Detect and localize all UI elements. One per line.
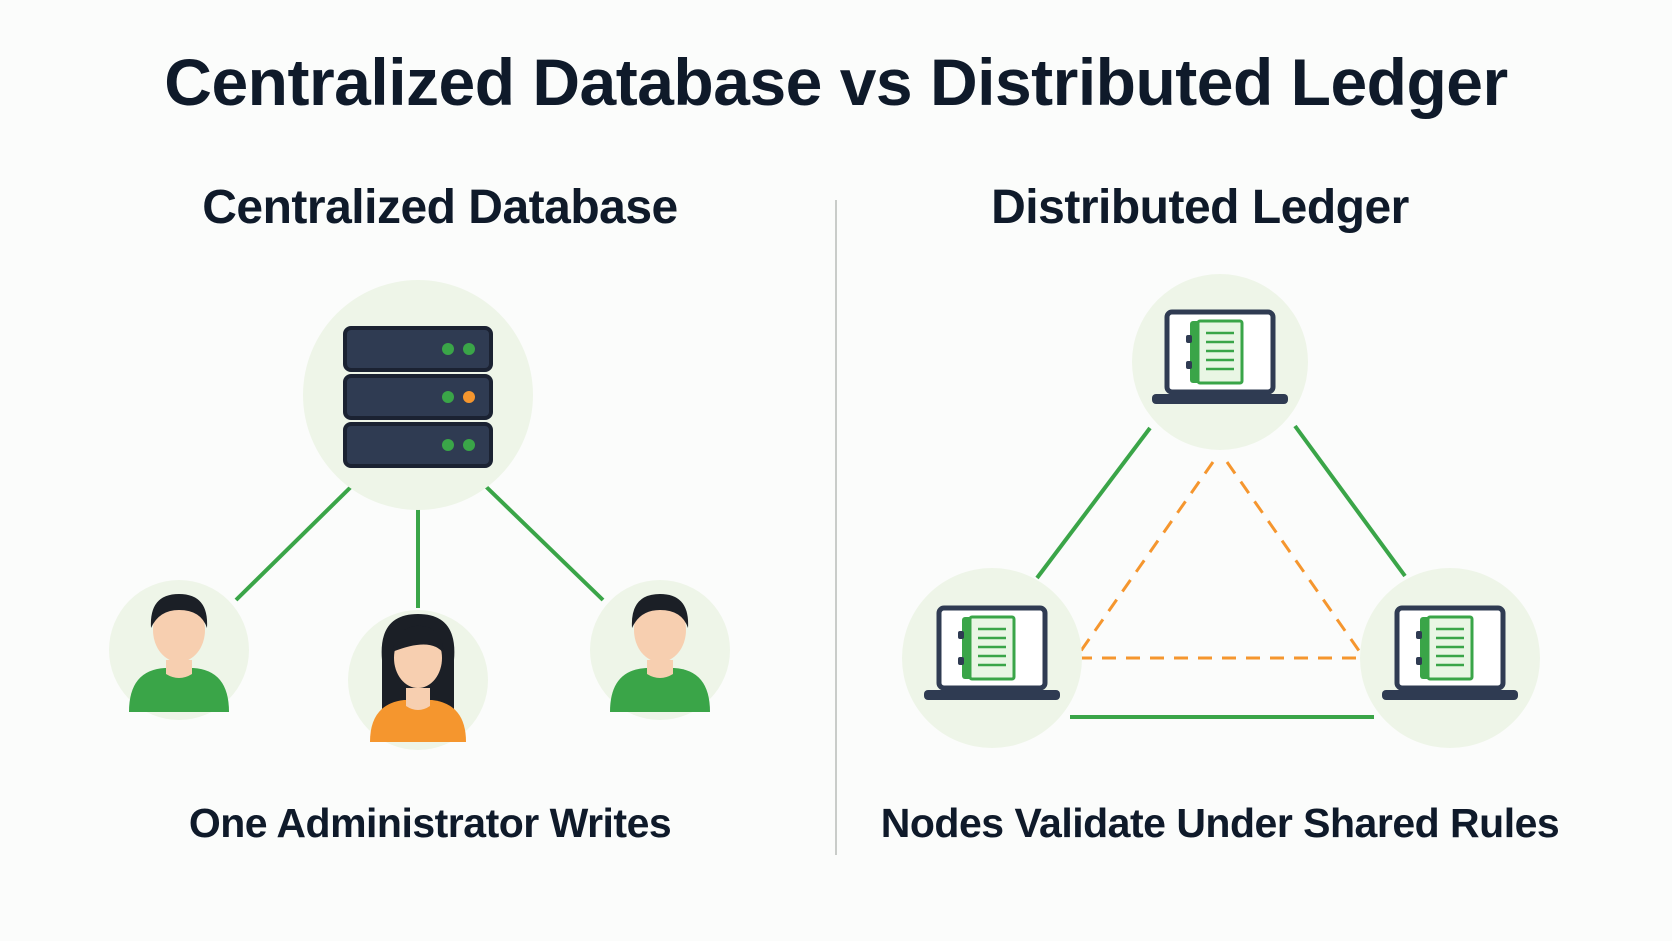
distributed-heading: Distributed Ledger — [991, 181, 1409, 234]
user-female-icon — [348, 610, 488, 750]
validation-links — [1076, 461, 1364, 660]
ledger-links — [1035, 424, 1407, 719]
distributed-caption: Nodes Validate Under Shared Rules — [880, 800, 1560, 846]
centralized-caption: One Administrator Writes — [188, 800, 672, 846]
panel-divider — [835, 200, 837, 855]
user-male-icon — [590, 580, 730, 720]
laptop-ledger-icon — [1360, 568, 1540, 748]
server-icon — [303, 280, 533, 510]
laptop-ledger-icon — [902, 568, 1082, 748]
laptop-ledger-icon — [1132, 274, 1308, 450]
page-title: Centralized Database vs Distributed Ledg… — [164, 45, 1508, 119]
centralized-heading: Centralized Database — [202, 181, 678, 234]
user-male-icon — [109, 580, 249, 720]
